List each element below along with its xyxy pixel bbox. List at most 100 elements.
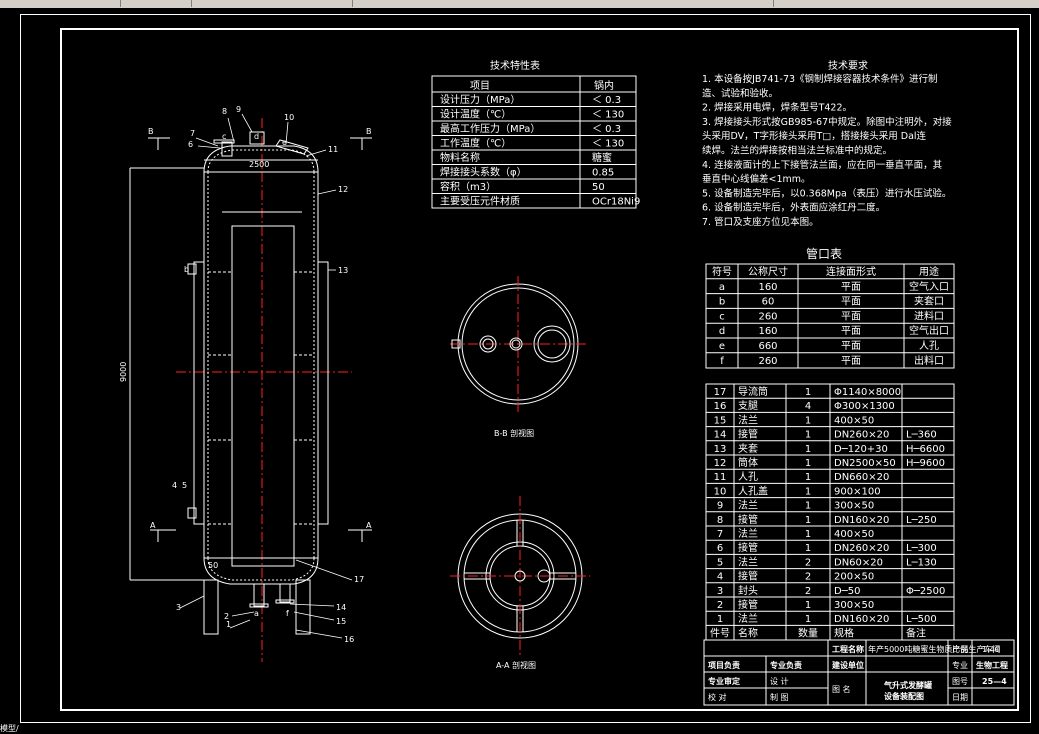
parts-cell: 法兰 bbox=[738, 499, 758, 512]
nozzle-header-cell: 用途 bbox=[919, 265, 939, 278]
parts-cell: 法兰 bbox=[738, 413, 758, 426]
parts-cell: 7 bbox=[717, 529, 723, 540]
tech-row-label: 主要受压元件材质 bbox=[440, 195, 520, 208]
nozzle-cell: 进料口 bbox=[914, 309, 944, 322]
toolbar-segment[interactable] bbox=[0, 0, 121, 7]
parts-cell: 1 bbox=[717, 614, 723, 625]
parts-cell: 支腿 bbox=[738, 400, 758, 412]
parts-cell: 导流筒 bbox=[738, 385, 768, 398]
parts-cell: H─9600 bbox=[906, 458, 945, 469]
nozzle-cell: 160 bbox=[758, 326, 777, 337]
section-aa-caption: A-A 剖视图 bbox=[496, 660, 536, 670]
requirement-line: 5. 设备制造完毕后，以0.368Mpa（表压）进行水压试验。 bbox=[702, 187, 951, 199]
parts-cell: Φ1140×8000 bbox=[834, 387, 901, 398]
tech-row-value: ＜ 130 bbox=[592, 139, 624, 150]
manhole-e bbox=[275, 139, 309, 155]
parts-cell: 1 bbox=[805, 415, 811, 426]
nozzle-f bbox=[279, 583, 291, 603]
nozzle-label-b: b bbox=[184, 265, 189, 274]
drawing-name-2: 设备装配图 bbox=[884, 691, 924, 701]
nozzle-label-f: f bbox=[286, 609, 289, 618]
project-name-label: 工程名称 bbox=[832, 644, 864, 654]
parts-cell: 1 bbox=[805, 515, 811, 526]
nozzle-cell: 平面 bbox=[841, 341, 861, 352]
parts-cell: 1 bbox=[805, 458, 811, 469]
part-label-6: 6 bbox=[188, 140, 193, 149]
requirement-line: 头采用DV，T字形接头采用Τ□，搭接接头采用 Dal连 bbox=[702, 130, 927, 142]
nozzle-label-c: c bbox=[222, 132, 226, 141]
drawing-outer-frame bbox=[20, 14, 1031, 723]
scale-value: 1:40 bbox=[982, 645, 1000, 654]
parts-cell: 15 bbox=[714, 415, 727, 426]
parts-cell: 5 bbox=[717, 557, 723, 568]
drawing-labels: 2500 9000 50 B B A A 1 2 3 4 5 6 7 8 9 1… bbox=[119, 105, 372, 644]
toolbar-segment[interactable] bbox=[192, 0, 353, 7]
nozzle-cell: 660 bbox=[758, 341, 777, 352]
parts-cell: 法兰 bbox=[738, 527, 758, 540]
tech-row-value: 50 bbox=[592, 182, 605, 193]
requirements-title: 技术要求 bbox=[828, 59, 868, 72]
nozzle-header-cell: 连接面形式 bbox=[826, 265, 876, 278]
part-label-15: 15 bbox=[336, 617, 346, 626]
toolbar-segment[interactable] bbox=[121, 0, 192, 7]
parts-cell: 900×100 bbox=[834, 486, 881, 497]
toolbar-segment[interactable] bbox=[353, 0, 774, 7]
cut-b-right: B bbox=[366, 127, 372, 136]
parts-cell: L─360 bbox=[906, 430, 937, 441]
part-label-11: 11 bbox=[328, 145, 338, 154]
tech-row-label: 物料名称 bbox=[440, 151, 480, 164]
parts-cell: 1 bbox=[805, 430, 811, 441]
nozzle-a bbox=[253, 583, 265, 607]
part-label-10: 10 bbox=[284, 113, 294, 122]
parts-cell: 法兰 bbox=[738, 612, 758, 625]
parts-cell: 夹套 bbox=[738, 442, 758, 455]
nozzle-cell: 空气入口 bbox=[909, 280, 949, 293]
parts-header-cell: 件号 bbox=[710, 627, 730, 639]
tech-row-label: 设计压力（MPa） bbox=[440, 93, 520, 106]
nozzle-cell: 260 bbox=[758, 356, 777, 367]
nozzle-cell: 260 bbox=[758, 311, 777, 322]
nozzle-cell: 平面 bbox=[841, 326, 861, 337]
tech-row-label: 最高工作压力（MPa） bbox=[440, 122, 540, 135]
parts-cell: DN260×20 bbox=[834, 430, 889, 441]
major-value: 生物工程 bbox=[976, 660, 1008, 670]
parts-header-cell: 备注 bbox=[906, 626, 926, 639]
parts-cell: 接管 bbox=[738, 598, 758, 611]
parts-cell: 2 bbox=[805, 572, 811, 583]
requirement-line: 4. 连接液面计的上下接管法兰面，应在同一垂直平面，其 bbox=[702, 159, 943, 171]
nozzle-cell: 平面 bbox=[841, 311, 861, 322]
parts-cell: 1 bbox=[805, 543, 811, 554]
draft-tube bbox=[231, 225, 295, 567]
design-label: 设 计 bbox=[770, 676, 789, 686]
tech-row-value: OCr18Ni9 bbox=[592, 197, 640, 208]
parts-cell: 接管 bbox=[738, 541, 758, 554]
tech-row-value: 糖蜜 bbox=[592, 151, 612, 164]
requirement-line: 续焊。法兰的焊接按相当法兰标准中的规定。 bbox=[702, 145, 892, 157]
parts-header-cell: 数量 bbox=[798, 626, 818, 639]
part-label-12: 12 bbox=[338, 185, 348, 194]
review-label: 专业审定 bbox=[708, 676, 740, 686]
nozzle-cell: e bbox=[719, 341, 725, 352]
cut-b-left: B bbox=[148, 127, 154, 136]
part-label-1: 1 bbox=[226, 620, 231, 629]
tech-row-label: 工作温度（℃） bbox=[440, 137, 511, 150]
tech-row-value: 0.85 bbox=[592, 168, 614, 179]
requirement-line: 1. 本设备按JB741-73《钢制焊接容器技术条件》进行制 bbox=[702, 73, 938, 85]
part-label-4: 4 bbox=[172, 481, 177, 490]
parts-cell: 400×50 bbox=[834, 415, 874, 426]
major-label: 专业 bbox=[952, 660, 968, 670]
requirement-line: 6. 设备制造完毕后，外表面应涂红丹二度。 bbox=[702, 202, 885, 214]
parts-cell: 17 bbox=[714, 387, 727, 398]
parts-cell: 2 bbox=[805, 586, 811, 597]
nozzle-label-a: a bbox=[254, 609, 259, 618]
cut-a-right: A bbox=[366, 521, 372, 530]
section-aa: A-A 剖视图 bbox=[450, 496, 590, 670]
part-label-14: 14 bbox=[336, 603, 346, 612]
parts-cell: DN160×20 bbox=[834, 614, 889, 625]
parts-cell: 4 bbox=[805, 401, 811, 412]
vessel-elevation bbox=[129, 113, 372, 662]
